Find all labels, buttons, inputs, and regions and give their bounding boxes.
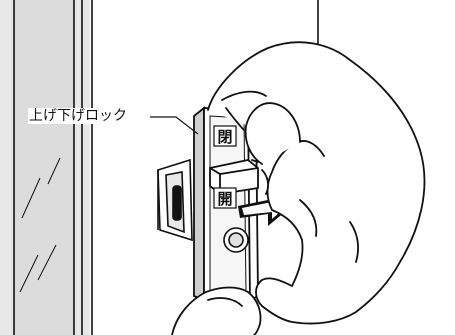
callout-leader: [150, 117, 198, 134]
callout-label: 上げ下げロック: [28, 108, 128, 124]
lock-bracket: [158, 160, 192, 240]
window-frame: [0, 0, 92, 335]
thumb: [172, 288, 261, 335]
indicator-top-label: 閉: [217, 128, 232, 146]
indicator-bottom-label: 開: [217, 190, 232, 208]
screw-hole: [224, 228, 248, 252]
